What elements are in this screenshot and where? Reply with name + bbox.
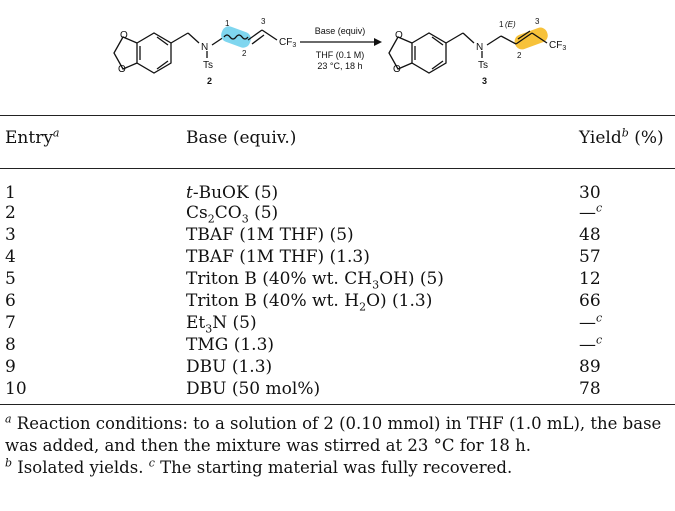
starting-material-labels: O ​ O N Ts CF3 1 2 3 2 xyxy=(118,17,296,86)
svg-text:O: O xyxy=(393,64,401,75)
svg-text:Ts: Ts xyxy=(478,60,488,71)
svg-text:1: 1 xyxy=(499,20,504,29)
product-structure xyxy=(388,27,548,74)
svg-text:O: O xyxy=(395,30,403,41)
table-bottom-rule xyxy=(0,404,675,405)
reaction-scheme: O ​ O N Ts CF3 1 2 3 2 Base (equiv) THF … xyxy=(0,0,675,108)
ts-group: Ts xyxy=(203,60,213,71)
svg-text:CF3: CF3 xyxy=(549,40,566,52)
conditions-label: 23 °C, 18 h xyxy=(317,61,362,71)
n-atom: N xyxy=(201,42,208,53)
table-top-rule xyxy=(0,115,675,116)
svg-text:2: 2 xyxy=(517,51,522,60)
table-footnotes: a Reaction conditions: to a solution of … xyxy=(5,413,673,479)
table-header-rule xyxy=(0,168,675,169)
svg-text:N: N xyxy=(476,42,483,53)
cf3-group: CF3 xyxy=(279,37,296,49)
header-yield: Yieldb (%) xyxy=(579,126,664,148)
reaction-arrow xyxy=(300,38,382,46)
svg-text:3: 3 xyxy=(535,17,540,26)
svg-text:1: 1 xyxy=(225,19,230,28)
compound-label-2: 2 xyxy=(207,76,212,86)
solvent-label: THF (0.1 M) xyxy=(316,50,365,60)
header-entry: Entrya xyxy=(5,126,60,148)
reagent-label: Base (equiv) xyxy=(315,26,366,36)
svg-text:O: O xyxy=(118,64,126,75)
header-base: Base (equiv.) xyxy=(186,128,297,148)
compound-label-3: 3 xyxy=(482,76,487,86)
e-geometry-label: (E) xyxy=(505,20,516,29)
reaction-scheme-drawing: O ​ O N Ts CF3 1 2 3 2 Base (equiv) THF … xyxy=(113,17,566,86)
svg-text:O: O xyxy=(120,30,128,41)
starting-material-structure xyxy=(113,26,278,74)
svg-text:3: 3 xyxy=(261,17,266,26)
svg-text:2: 2 xyxy=(242,49,247,58)
product-labels: O O N Ts CF3 1 (E) 2 3 3 xyxy=(393,17,566,86)
footnote-b-c: b Isolated yields. c The starting materi… xyxy=(5,456,513,478)
footnote-a: a Reaction conditions: to a solution of … xyxy=(5,412,662,456)
